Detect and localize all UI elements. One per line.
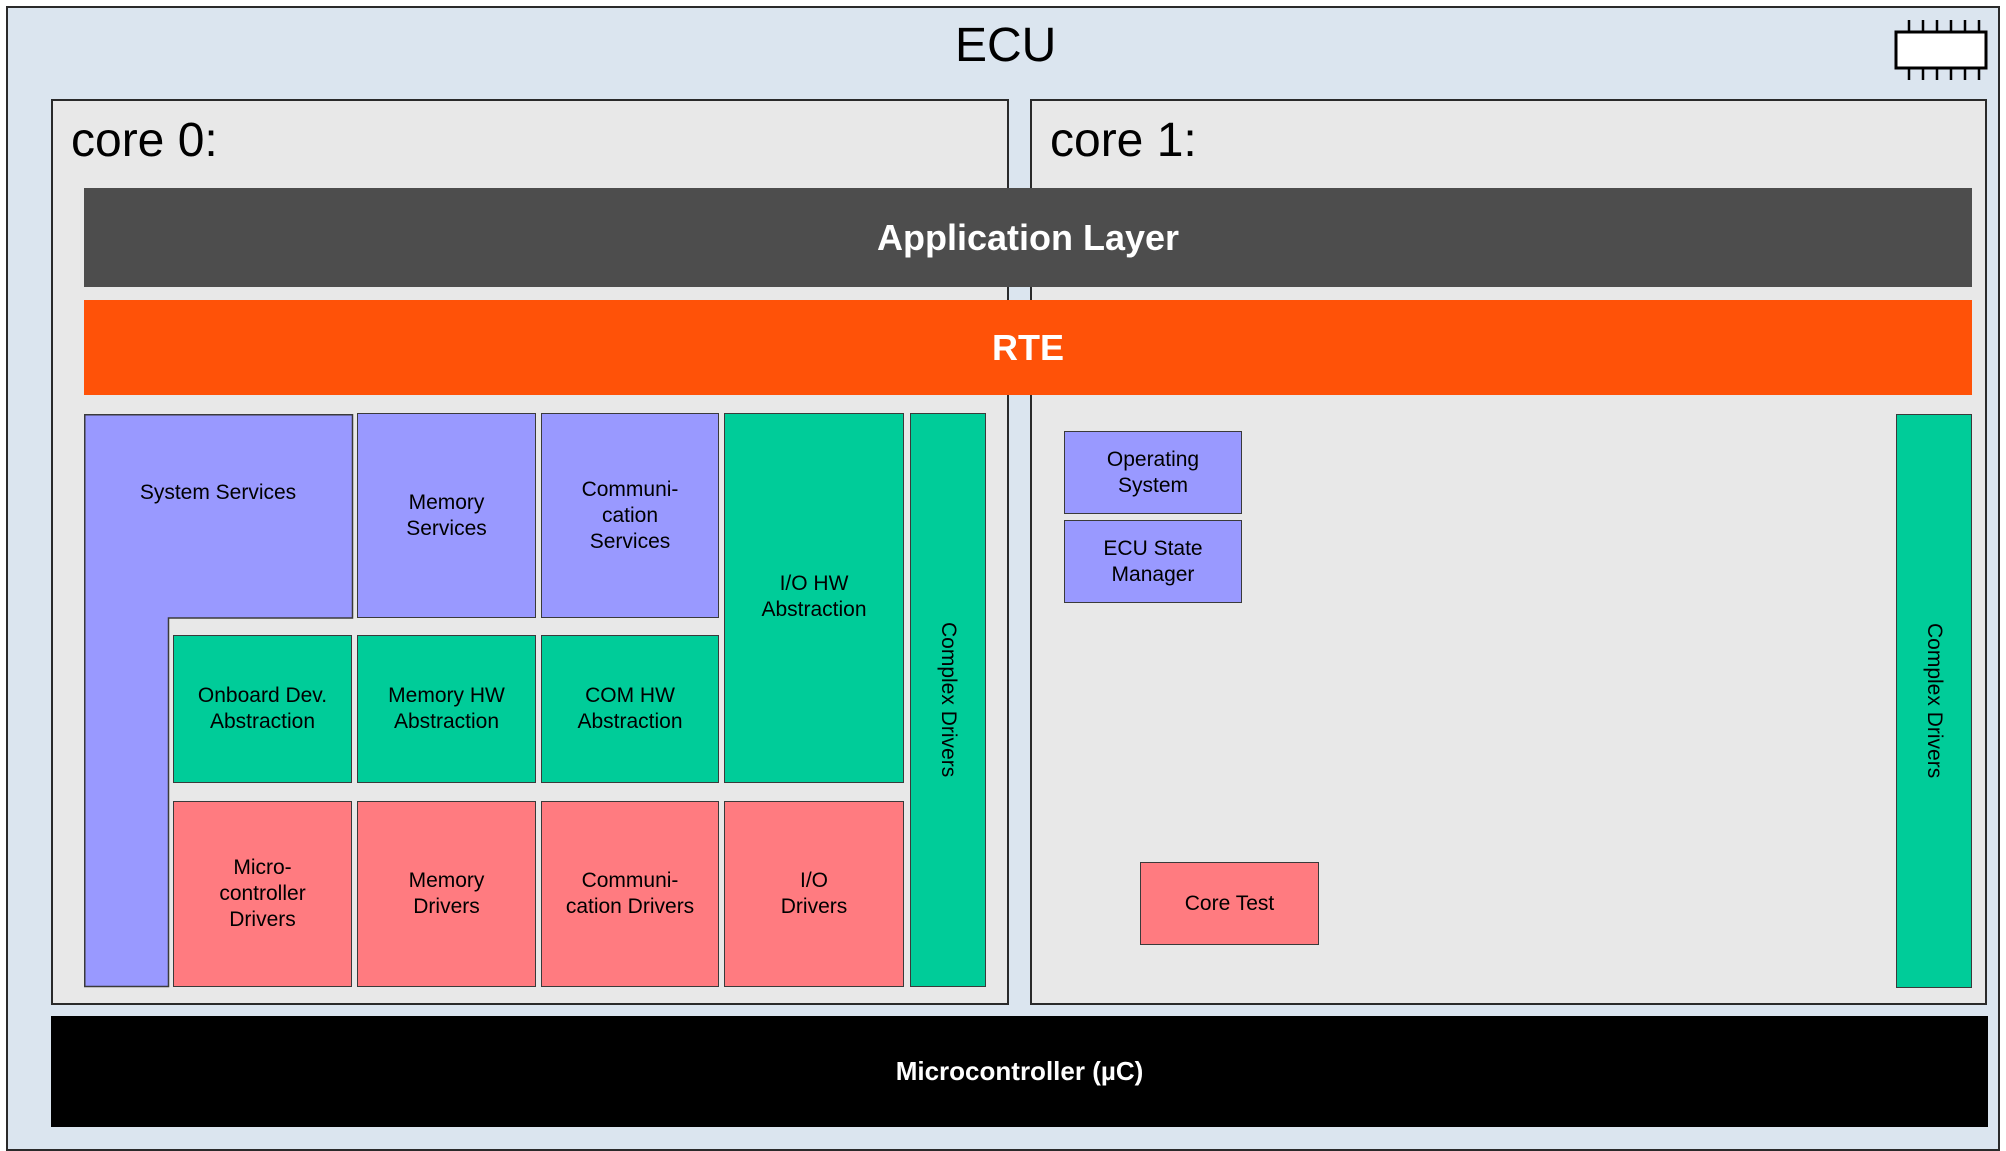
ecu-state-manager: ECU State Manager (1064, 520, 1242, 603)
complex-drivers-core1: Complex Drivers (1896, 414, 1972, 988)
rte-layer: RTE (84, 300, 1972, 395)
complex-drivers-core0-label: Complex Drivers (937, 622, 960, 778)
com-hw-abstraction: COM HW Abstraction (541, 635, 719, 783)
memory-drivers: Memory Drivers (357, 801, 536, 987)
ecu-title: ECU (955, 19, 1057, 72)
application-layer: Application Layer (84, 188, 1972, 287)
communication-drivers: Communi- cation Drivers (541, 801, 719, 987)
operating-system: Operating System (1064, 431, 1242, 514)
io-hw-abstraction-label: I/O HW Abstraction (761, 572, 867, 621)
core-test: Core Test (1140, 862, 1319, 945)
memory-services: Memory Services (357, 413, 536, 618)
system-services-block (84, 414, 354, 988)
memory-hw-abstraction: Memory HW Abstraction (357, 635, 536, 783)
chip-icon (1894, 20, 1988, 80)
core1-title: core 1: (1050, 114, 1197, 167)
onboard-dev-abstraction: Onboard Dev. Abstraction (173, 635, 352, 783)
io-hw-abstraction: I/O HW Abstraction (724, 413, 904, 783)
complex-drivers-core1-label: Complex Drivers (1923, 623, 1946, 779)
microcontroller-drivers: Micro- controller Drivers (173, 801, 352, 987)
core0-title: core 0: (71, 114, 218, 167)
system-services-label: System Services (139, 481, 297, 504)
communication-services: Communi- cation Services (541, 413, 719, 618)
io-drivers: I/O Drivers (724, 801, 904, 987)
microcontroller-layer: Microcontroller (µC) (51, 1016, 1988, 1127)
complex-drivers-core0: Complex Drivers (910, 413, 986, 987)
